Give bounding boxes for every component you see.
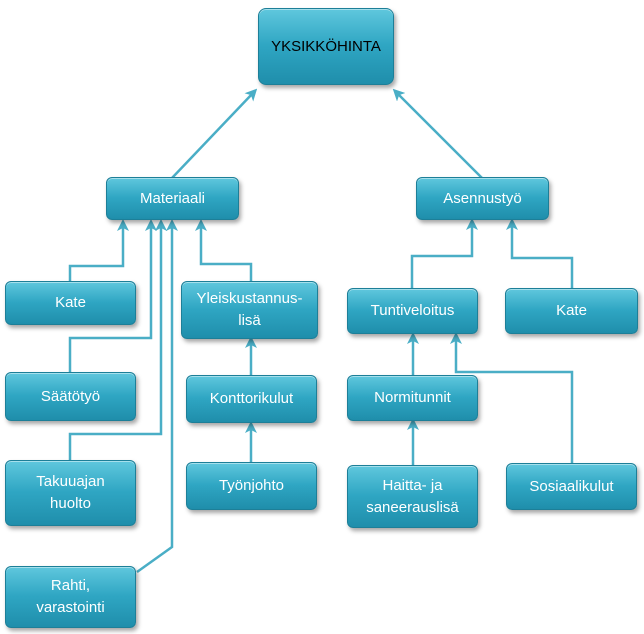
node-label: Säätötyö — [40, 387, 101, 405]
node-rahti-varastointi: Rahti, varastointi — [5, 566, 136, 628]
node-kate-materiaali: Kate — [5, 281, 136, 325]
node-materiaali: Materiaali — [106, 177, 239, 220]
node-tyonjohto: Työnjohto — [186, 462, 317, 510]
node-label: Takuuajan huolto — [36, 473, 105, 512]
node-label: Kate — [556, 302, 587, 319]
node-yksikkohinta: YKSIKKÖHINTA — [258, 8, 394, 85]
connector-tunti-asennus — [410, 218, 478, 288]
node-tuntiveloitus: Tuntiveloitus — [347, 288, 478, 334]
node-kate-asennustyo: Kate — [505, 288, 638, 334]
connector-takuuajan-materiaali — [68, 219, 167, 460]
connector-rahti-materiaali — [136, 219, 178, 574]
node-konttorikulut: Konttorikulut — [186, 375, 317, 423]
node-label: Normitunnit — [374, 389, 451, 406]
node-label: Materiaali — [139, 189, 206, 207]
node-label: Yleiskustannus- lisä — [196, 290, 303, 329]
connector-yleis-materiaali — [195, 219, 253, 281]
node-sosiaalikulut: Sosiaalikulut — [506, 463, 637, 510]
node-label: Tuntiveloitus — [370, 302, 455, 319]
node-label: Työnjohto — [218, 477, 285, 494]
node-label: YKSIKKÖHINTA — [271, 37, 381, 55]
connector-asennustyo-root — [392, 88, 483, 179]
node-takuuajan-huolto: Takuuajan huolto — [5, 460, 136, 526]
node-label: Sosiaalikulut — [529, 477, 614, 495]
node-label: Haitta- ja saneerauslisä — [366, 476, 459, 516]
node-haitta-saneerauslisa: Haitta- ja saneerauslisä — [347, 465, 478, 528]
node-label: Konttorikulut — [209, 390, 294, 407]
connector-kate-asennus — [506, 218, 574, 288]
node-label: Kate — [55, 294, 86, 311]
node-yleiskustannuslisa: Yleiskustannus- lisä — [181, 281, 318, 339]
node-asennustyo: Asennustyö — [416, 177, 549, 220]
node-normitunnit: Normitunnit — [347, 375, 478, 421]
node-label: Asennustyö — [443, 189, 522, 207]
connector-sosiaali-tunti — [450, 332, 574, 463]
node-label: Rahti, varastointi — [36, 577, 105, 616]
node-saatotyo: Säätötyö — [5, 372, 136, 421]
connector-saatotyo-materiaali — [68, 219, 157, 372]
connector-kate-materiaali — [68, 219, 129, 282]
connector-materiaali-root — [171, 88, 258, 179]
